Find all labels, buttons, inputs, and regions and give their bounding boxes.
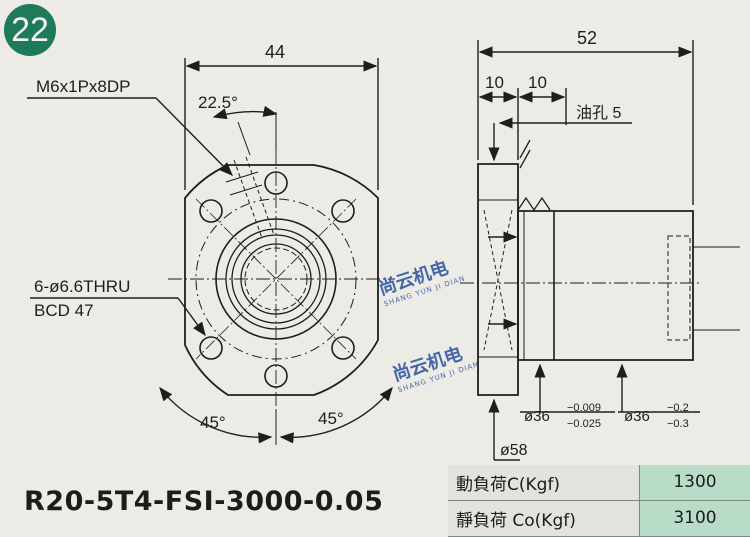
angle-right: 45° bbox=[318, 409, 344, 428]
figure-number-badge: 22 bbox=[4, 4, 56, 56]
dia-right-tol-upper: −0.2 bbox=[667, 402, 689, 414]
tap-angle: 22.5° bbox=[198, 93, 238, 112]
dynamic-load-value: 1300 bbox=[639, 465, 750, 501]
dim-offset: 10 bbox=[528, 73, 547, 92]
dia-left-tol-lower: −0.025 bbox=[567, 418, 601, 430]
table-row: 動負荷C(Kgf) 1300 bbox=[448, 465, 750, 501]
side-body bbox=[517, 210, 694, 361]
angle-left: 45° bbox=[200, 413, 226, 432]
oil-hole-label: 油孔 5 bbox=[576, 104, 621, 122]
dim-width-44: 44 bbox=[265, 42, 285, 62]
mount-hole bbox=[199, 336, 223, 360]
dim-length-52: 52 bbox=[577, 28, 597, 48]
side-view-nut bbox=[460, 139, 740, 396]
dia-right-tol-lower: −0.3 bbox=[667, 418, 689, 430]
dynamic-load-label: 動負荷C(Kgf) bbox=[448, 465, 640, 501]
flange-diameter: ø58 bbox=[500, 442, 528, 459]
mount-hole bbox=[199, 199, 223, 223]
figure-number: 22 bbox=[11, 10, 49, 49]
part-number: R20-5T4-FSI-3000-0.05 bbox=[24, 486, 384, 517]
dim-flange-width: 10 bbox=[485, 73, 504, 92]
front-view-flange bbox=[168, 150, 395, 410]
table-row: 靜負荷 Co(Kgf) 3100 bbox=[448, 500, 750, 537]
static-load-label: 靜負荷 Co(Kgf) bbox=[448, 500, 640, 537]
dia-right: ø36 bbox=[624, 408, 650, 425]
load-rating-table: 動負荷C(Kgf) 1300 靜負荷 Co(Kgf) 3100 bbox=[448, 465, 750, 537]
dia-left: ø36 bbox=[524, 408, 550, 425]
static-load-value: 3100 bbox=[639, 500, 750, 537]
mount-hole bbox=[331, 336, 355, 360]
mount-hole bbox=[331, 199, 355, 223]
dia-left-tol-upper: −0.009 bbox=[567, 402, 601, 414]
tap-callout: M6x1Px8DP bbox=[36, 77, 130, 96]
hole-callout-line1: 6-ø6.6THRU bbox=[34, 277, 130, 296]
hole-callout-line2: BCD 47 bbox=[34, 301, 94, 320]
side-flange bbox=[477, 163, 519, 396]
